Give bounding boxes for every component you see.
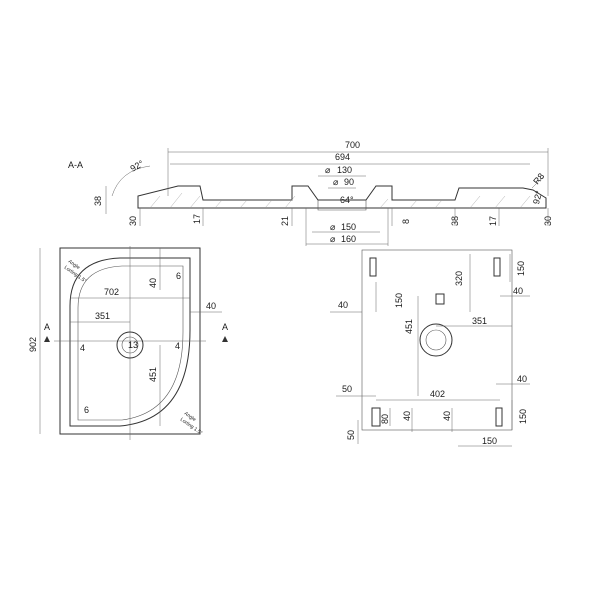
dim-700: 700 [345,140,360,150]
section-profile [137,185,547,209]
tray-inner-quadrant [69,257,191,427]
drain-section [317,200,367,211]
plan-view: 13 902 702 40 40 351 451 6 4 4 6 Angle L… [28,246,228,440]
frame-dim-150-bottom: 150 [482,436,497,446]
frame-drain-inner [425,329,447,351]
section-hatching [149,192,531,209]
frame-dim-150-right-bottom: 150 [518,409,528,424]
frame-dim-150-top: 150 [516,261,526,276]
dim-92-degree-left: 92° [129,158,146,174]
section-mark-right: A [222,322,228,332]
dim-694: 694 [335,152,350,162]
dim-40-top: 40 [148,278,158,288]
slope-6-bottom: 6 [84,405,89,415]
frame-dim-320: 320 [454,271,464,286]
dim-150: 150 [341,222,356,232]
frame-outline [361,249,513,431]
drain-inner [121,336,139,354]
dim-92-degree-right: 92° [531,189,544,205]
slope-4-left: 4 [80,343,85,353]
dim-r8: R8 [531,171,546,186]
frame-dim-451: 451 [404,319,414,334]
frame-drain-outer [419,323,453,357]
dim-451: 451 [148,367,158,382]
dim-702: 702 [104,287,119,297]
frame-dim-150-left: 150 [394,293,404,308]
frame-dim-40-bottom-b: 40 [442,411,452,421]
dim-17-left: 17 [192,214,202,224]
dim-351: 351 [95,311,110,321]
section-arrow-right [222,336,228,342]
bracket-bottom-left [371,407,381,427]
dim-38-left: 38 [93,196,103,206]
drain-outer [116,331,144,359]
section-title: A-A [68,160,83,170]
frame-dim-40-left: 40 [338,300,348,310]
slope-6-top: 6 [176,271,181,281]
dim-30-left: 30 [128,216,138,226]
svg-text:⌀: ⌀ [333,177,339,187]
svg-text:⌀: ⌀ [325,165,331,175]
svg-text:⌀: ⌀ [330,222,336,232]
section-mark-left: A [44,322,50,332]
dim-64-degree: 64° [340,195,354,205]
dim-160: 160 [341,234,356,244]
frame-dim-40-right-bottom: 40 [517,374,527,384]
bracket-center [435,293,445,305]
dim-13: 13 [128,340,138,350]
dim-8: 8 [401,219,411,224]
bracket-top-right [493,257,501,277]
dim-902: 902 [28,337,38,352]
svg-text:⌀: ⌀ [330,234,336,244]
section-view: A-A 700 694 130 [68,140,553,246]
dim-40-right: 40 [206,301,216,311]
dim-130: 130 [337,165,352,175]
frame-dim-50-bottom: 50 [346,430,356,440]
slope-4-right: 4 [175,341,180,351]
frame-view: 150 40 320 150 40 451 351 50 402 40 80 4… [330,249,530,447]
bracket-bottom-right [495,407,503,427]
dim-90: 90 [344,177,354,187]
frame-dim-40-right-top: 40 [513,286,523,296]
tray-inner-step [77,265,184,421]
frame-dim-40-bottom-a: 40 [402,411,412,421]
frame-dim-80: 80 [380,414,390,424]
frame-dim-402: 402 [430,389,445,399]
dim-21: 21 [280,216,290,226]
frame-dim-351: 351 [472,316,487,326]
section-arrow-left [44,336,50,342]
bracket-top-left [369,257,377,277]
dim-17-right: 17 [488,216,498,226]
frame-dim-50-top: 50 [342,384,352,394]
